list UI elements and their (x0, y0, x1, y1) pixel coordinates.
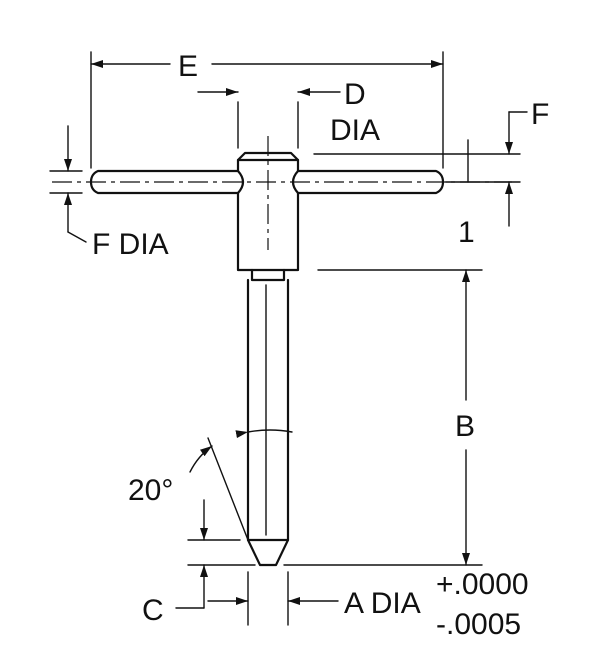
dimension-f (313, 111, 528, 227)
dimension-a (207, 571, 339, 626)
part-outline (89, 151, 445, 567)
label-tol-minus: -.0005 (436, 608, 521, 641)
label-c: C (142, 594, 164, 627)
label-tol-plus: +.0000 (436, 568, 529, 601)
dimension-e (90, 51, 444, 169)
label-b: B (455, 410, 475, 443)
label-f-dia: F DIA (92, 228, 169, 261)
label-e: E (178, 50, 198, 83)
dimension-d (197, 88, 341, 149)
dimension-b (283, 269, 483, 566)
neck (250, 268, 286, 282)
center-lines (52, 136, 512, 250)
dimension-angle (189, 429, 293, 541)
hub-body (236, 191, 300, 272)
label-angle: 20° (128, 474, 173, 507)
label-one: 1 (458, 216, 475, 249)
label-f: F (531, 98, 549, 131)
label-d: D (344, 78, 366, 111)
shank (246, 278, 290, 567)
label-a-dia: A DIA (344, 587, 421, 620)
dimension-f-dia (49, 125, 87, 243)
label-d-dia: DIA (330, 114, 380, 147)
dimension-c (175, 499, 256, 609)
